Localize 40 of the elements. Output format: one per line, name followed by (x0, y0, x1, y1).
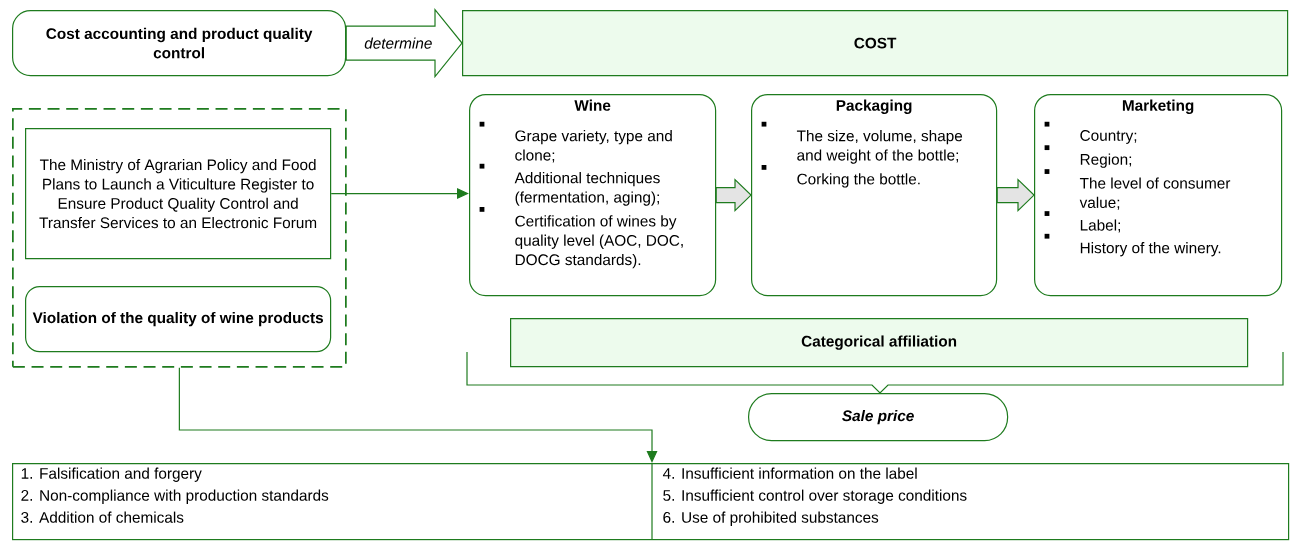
bullet-item: Certification of wines by quality level (AOC, DOC, DOCG standards). (479, 207, 683, 269)
category-box (469, 94, 717, 297)
bullet-item: Grape variety, type and clone; (479, 121, 672, 163)
dashed-frame (12, 108, 347, 368)
bullet-item: Additional techniques (fermentation, aging); (479, 163, 660, 206)
category-box (751, 94, 998, 297)
bullet-item: The size, volume, shape and weight of the bottle; (761, 121, 963, 164)
box-text: Categorical affiliation (801, 335, 957, 350)
list-item: 6. Use of prohibited substances (663, 511, 879, 526)
box-text: The Ministry of Agrarian Policy and Food Plans to Launch a Viticulture Register to Ensure Product Quality Control and Transfer Services to an Electronic Forum (39, 158, 317, 229)
arrow (178, 367, 658, 463)
box-text: COST (854, 37, 897, 49)
rounded-box (748, 393, 1009, 442)
rounded-box (25, 286, 332, 353)
text-box (25, 128, 332, 260)
box-heading: Packaging (836, 99, 912, 114)
bullet-item: Country; (1044, 121, 1137, 144)
list-item: 1. Falsification and forgery (21, 467, 202, 482)
list-box (12, 463, 1290, 541)
edge-label: determine (362, 36, 434, 51)
list-item: 3. Addition of chemicals (21, 511, 184, 523)
box-text: Violation of the quality of wine products (32, 311, 323, 327)
header-bar (510, 318, 1249, 368)
block-arrow (996, 178, 1035, 212)
list-item: 4. Insufficient information on the label (662, 467, 917, 479)
bullet-item: History of the winery. (1044, 233, 1221, 257)
bullet-item: Corking the bottle. (761, 165, 920, 188)
box-text: Cost accounting and product quality control (46, 27, 313, 59)
bullet-item: Label; (1044, 211, 1120, 233)
box-heading: Wine (574, 99, 611, 111)
box-heading: Marketing (1122, 99, 1194, 114)
header-bar (462, 10, 1289, 77)
block-arrow (715, 178, 752, 212)
bullet-item: The level of consumer value; (1044, 169, 1231, 210)
category-box (1034, 94, 1283, 297)
list-item: 5. Insufficient control over storage conditions (663, 489, 967, 504)
bullet-item: Region; (1044, 145, 1132, 168)
rounded-box (12, 10, 347, 77)
list-item: 2. Non-compliance with production standards (21, 489, 329, 504)
box-text: Sale price (842, 409, 914, 425)
